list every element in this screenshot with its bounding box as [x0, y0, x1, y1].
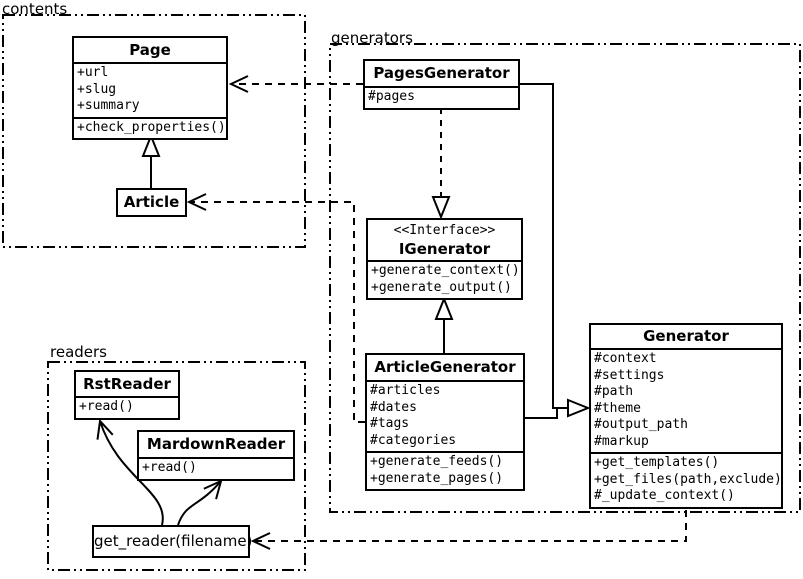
method: +check_properties() [77, 119, 226, 135]
method: +read() [79, 399, 134, 414]
attributes-compartment: +url +slug +summary [74, 62, 226, 117]
class-box-mardownreader: MardownReader +read() [137, 430, 295, 481]
attribute: #context [594, 351, 657, 366]
class-title-mardownreader: MardownReader [146, 435, 286, 453]
attribute: #settings [594, 367, 665, 383]
method: +generate_pages() [370, 470, 504, 486]
method: #_update_context() [594, 488, 735, 503]
attribute: #path [594, 384, 634, 399]
class-title-generator: Generator [643, 327, 729, 345]
attribute: +url [77, 65, 109, 80]
class-title-article: Article [123, 193, 180, 211]
association-arrow-getreader-mardownreader [177, 479, 223, 526]
class-title-page: Page [129, 41, 171, 59]
package-border-readers [47, 361, 306, 571]
inheritance-stub-articlegenerator-generator [525, 409, 558, 419]
package-border-generators [329, 43, 801, 513]
methods-compartment: +read() [76, 396, 178, 418]
attributes-compartment: #context #settings #path #theme #output_… [591, 348, 781, 452]
class-box-page: Page +url +slug +summary +check_properti… [72, 36, 228, 140]
method: +get_files(path,exclude) [594, 471, 782, 487]
class-title-pagesgenerator: PagesGenerator [373, 64, 510, 82]
attribute: #articles [370, 383, 441, 398]
association-arrow-getreader-rstreader [96, 418, 164, 526]
function-box-getreader: get_reader(filename) [92, 525, 252, 558]
attribute: +summary [77, 98, 140, 113]
class-stereotype-igenerator: <<Interface>> [393, 223, 496, 238]
inheritance-arrow-pagesgenerator-generator [520, 83, 588, 408]
attribute: #categories [370, 432, 457, 448]
package-label-generators: generators [331, 29, 413, 47]
method: +read() [142, 460, 197, 475]
attribute: #output_path [594, 417, 688, 432]
method: +generate_feeds() [370, 454, 504, 469]
class-title-articlegenerator: ArticleGenerator [374, 358, 516, 376]
attribute: +slug [77, 81, 117, 97]
class-box-articlegenerator: ArticleGenerator #articles #dates #tags … [365, 353, 525, 491]
methods-compartment: +generate_feeds() +generate_pages() [367, 451, 523, 489]
class-title-rstreader: RstReader [83, 375, 171, 393]
class-box-igenerator: <<Interface>> IGenerator +generate_conte… [366, 218, 523, 300]
package-label-readers: readers [50, 343, 107, 361]
attribute: #tags [370, 416, 410, 431]
class-box-generator: Generator #context #settings #path #them… [589, 323, 783, 509]
methods-compartment: +check_properties() [74, 116, 226, 139]
method: +generate_context() [371, 263, 520, 278]
methods-compartment: +get_templates() +get_files(path,exclude… [591, 452, 782, 507]
attribute: #dates [370, 399, 417, 415]
methods-compartment: +generate_context() +generate_output() [368, 260, 521, 298]
method: +get_templates() [594, 455, 720, 470]
attributes-compartment: #articles #dates #tags #categories [367, 380, 523, 451]
class-box-article: Article [116, 188, 187, 217]
method: +generate_output() [371, 279, 512, 295]
dependency-arrow-generator-getreader [250, 497, 687, 550]
dependency-arrow-articlegenerator-article [186, 193, 365, 423]
methods-compartment: +read() [139, 457, 293, 479]
attribute: #markup [594, 433, 649, 449]
class-box-pagesgenerator: PagesGenerator #pages [363, 59, 520, 110]
class-box-rstreader: RstReader +read() [74, 370, 180, 420]
package-label-contents: contents [2, 0, 68, 18]
package-border-contents [2, 14, 306, 248]
attribute: #theme [594, 400, 641, 416]
attributes-compartment: #pages [365, 86, 518, 108]
class-title-igenerator: IGenerator [398, 240, 491, 258]
attribute: #pages [368, 89, 415, 104]
